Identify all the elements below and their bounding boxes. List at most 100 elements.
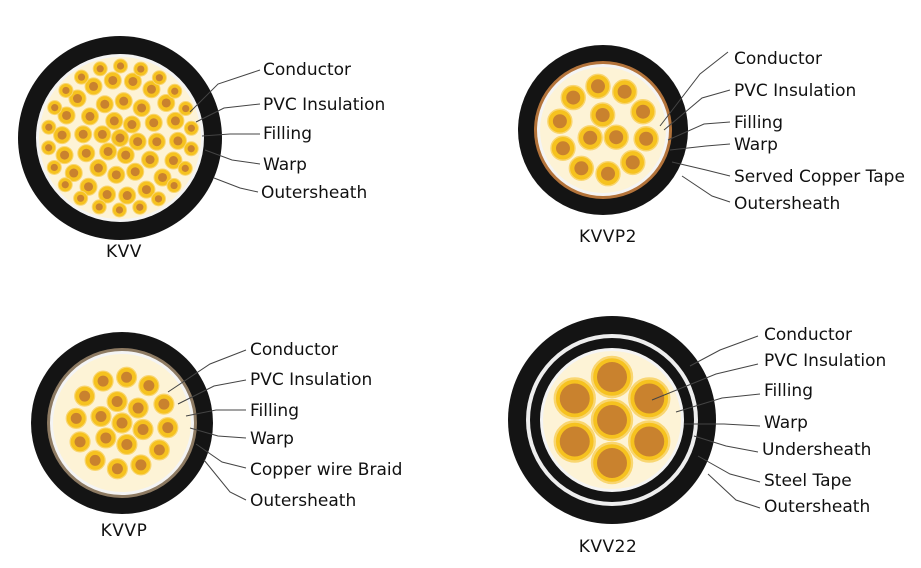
kvvp-leader-lines	[167, 349, 247, 501]
kvv-core-45-conductor	[61, 181, 69, 189]
kvv-title: KVV	[106, 242, 142, 262]
kvvp-label-filling: Filling	[250, 401, 299, 421]
kvv-core-4-conductor	[97, 129, 107, 139]
kvv-core-24-conductor	[102, 190, 112, 200]
kvv22-label-warp: Warp	[764, 413, 808, 433]
kvv22-core-3-conductor	[634, 426, 665, 457]
kvv-core-15-conductor	[100, 99, 110, 109]
kvvp2-label-filling: Filling	[734, 113, 783, 133]
kvv-core-43-conductor	[95, 203, 103, 211]
kvvp-title: KVVP	[101, 521, 148, 541]
kvv-core-46-conductor	[50, 163, 58, 172]
cable-kvv22: Conductor PVC Insulation Filling Warp Un…	[508, 316, 886, 557]
kvv-core-19-conductor	[173, 136, 183, 146]
kvvp2-core-10-conductor	[590, 79, 605, 94]
kvv-core-47-conductor	[45, 144, 53, 152]
kvvp2-cores	[547, 73, 659, 187]
kvv-core-18-conductor	[149, 118, 159, 128]
kvvp-label-copper-wire-braid: Copper wire Braid	[250, 460, 402, 480]
kvvp-cores	[65, 366, 179, 480]
kvvp2-core-4-conductor	[625, 155, 640, 170]
kvv-core-32-conductor	[108, 75, 118, 85]
cable-kvvp: Conductor PVC Insulation Filling Warp Co…	[31, 332, 402, 541]
kvvp-label-warp: Warp	[250, 429, 294, 449]
kvvp2-core-12-conductor	[636, 104, 651, 119]
kvvp-core-16-conductor	[121, 371, 133, 383]
kvv-core-44-conductor	[77, 194, 85, 202]
kvvp-label-pvc-insulation: PVC Insulation	[250, 370, 372, 390]
kvvp-core-6-conductor	[132, 402, 144, 414]
kvv22-cores	[553, 355, 671, 485]
kvvp2-core-0-conductor	[609, 130, 624, 145]
kvvp-core-10-conductor	[111, 463, 123, 475]
kvvp-core-1-conductor	[137, 424, 149, 436]
kvv-cross-section	[18, 36, 222, 240]
kvv22-label-outersheath: Outersheath	[764, 497, 870, 517]
kvv-core-31-conductor	[89, 81, 99, 91]
kvv-core-35-conductor	[161, 98, 171, 108]
kvv-core-52-conductor	[96, 65, 104, 73]
kvv-core-23-conductor	[122, 191, 132, 201]
kvvp-core-13-conductor	[70, 412, 82, 424]
kvv-core-55-conductor	[155, 74, 163, 82]
kvv-core-36-conductor	[170, 116, 180, 126]
kvv-core-28-conductor	[57, 130, 67, 140]
kvv-core-26-conductor	[69, 168, 79, 178]
kvvp-core-17-conductor	[143, 380, 155, 392]
kvv-core-25-conductor	[84, 182, 94, 192]
kvvp-core-7-conductor	[162, 422, 174, 434]
kvvp-core-2-conductor	[121, 438, 133, 450]
kvvp2-core-9-conductor	[566, 90, 581, 105]
kvv22-label-pvc-insulation: PVC Insulation	[764, 351, 886, 371]
kvv-core-16-conductor	[119, 96, 129, 106]
kvv22-core-2-conductor	[634, 383, 665, 414]
kvvp2-core-2-conductor	[595, 108, 610, 123]
kvvp-core-8-conductor	[153, 444, 165, 456]
kvv-label-conductor: Conductor	[263, 60, 351, 80]
kvv-core-8-conductor	[145, 155, 155, 165]
kvv-core-21-conductor	[158, 172, 168, 182]
kvvp-core-11-conductor	[89, 454, 101, 466]
kvv-core-22-conductor	[141, 185, 151, 195]
kvv-label-warp: Warp	[263, 155, 307, 175]
kvv-core-14-conductor	[85, 111, 95, 121]
kvv22-label-conductor: Conductor	[764, 325, 852, 345]
kvv-label-filling: Filling	[263, 124, 312, 144]
kvv-core-49-conductor	[51, 104, 59, 112]
kvvp2-label-warp: Warp	[734, 135, 778, 155]
kvv-core-1-conductor	[133, 137, 143, 147]
kvv22-core-0-conductor	[597, 405, 627, 435]
cable-kvvp2: Conductor PVC Insulation Filling Warp Se…	[518, 45, 905, 247]
kvv-core-41-conductor	[136, 203, 144, 211]
kvv-core-6-conductor	[127, 120, 137, 130]
kvvp-core-15-conductor	[97, 375, 109, 387]
kvv22-cross-section	[508, 316, 716, 524]
kvvp2-core-3-conductor	[639, 131, 654, 146]
kvv-core-37-conductor	[187, 145, 195, 153]
kvvp2-label-pvc-insulation: PVC Insulation	[734, 81, 856, 101]
kvv-core-11-conductor	[93, 163, 103, 173]
kvvp-cross-section	[31, 332, 213, 514]
kvv-core-56-conductor	[171, 87, 179, 95]
kvv-core-54-conductor	[137, 65, 145, 73]
kvvp2-title: KVVP2	[579, 227, 637, 247]
kvvp2-label-conductor: Conductor	[734, 49, 822, 69]
kvvp2-core-5-conductor	[601, 166, 616, 181]
kvvp-core-18-conductor	[158, 398, 170, 410]
kvvp2-label-served-copper-tape: Served Copper Tape	[734, 167, 905, 187]
kvvp-core-14-conductor	[79, 390, 91, 402]
kvvp-core-3-conductor	[100, 432, 112, 444]
kvvp-core-0-conductor	[116, 417, 128, 429]
kvv-core-58-conductor	[187, 124, 195, 132]
kvv-core-40-conductor	[154, 195, 163, 203]
kvv-core-7-conductor	[152, 137, 162, 147]
kvv-core-34-conductor	[146, 84, 156, 94]
kvv-core-2-conductor	[121, 150, 131, 160]
kvvp2-core-6-conductor	[574, 161, 589, 176]
kvv22-core-1-conductor	[597, 362, 627, 392]
kvv-core-9-conductor	[130, 167, 140, 177]
kvv22-core-4-conductor	[597, 448, 627, 478]
kvvp-core-12-conductor	[74, 436, 86, 448]
kvv-core-30-conductor	[72, 94, 82, 104]
